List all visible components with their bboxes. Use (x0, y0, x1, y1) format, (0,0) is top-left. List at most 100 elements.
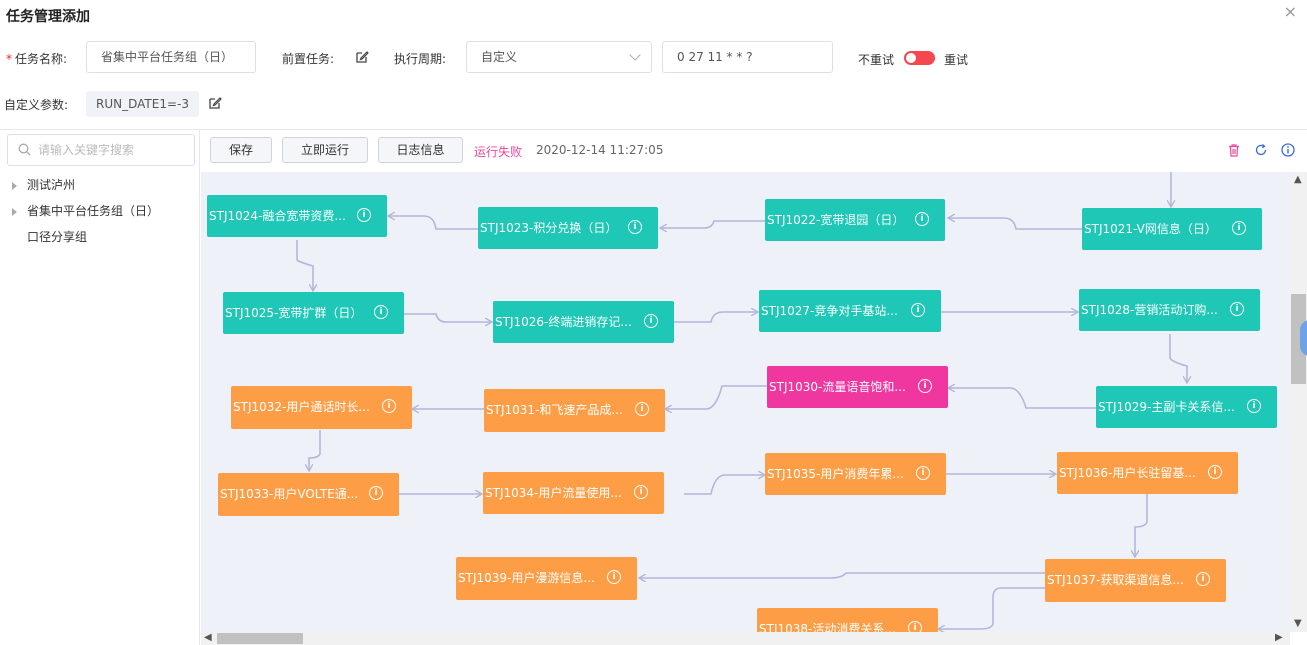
info-icon[interactable]: i (634, 485, 648, 499)
info-icon[interactable]: i (1247, 399, 1261, 413)
retry-label: 重试 (944, 53, 969, 67)
log-button[interactable]: 日志信息 (378, 137, 463, 163)
flow-toolbar: 保存 立即运行 日志信息 运行失败 2020-12-14 11:27:05 (201, 130, 1307, 172)
flow-node-1032[interactable]: STJ1032-用户通话时长... i (231, 386, 412, 429)
info-icon[interactable]: i (918, 379, 932, 393)
flow-node-1027[interactable]: STJ1027-竞争对手基站... i (759, 290, 941, 332)
caret-right-icon[interactable] (12, 181, 17, 190)
flow-node-1030[interactable]: STJ1030-流量语音饱和... i (767, 366, 948, 408)
save-button[interactable]: 保存 (210, 137, 272, 163)
flow-node-1031[interactable]: STJ1031-和飞速产品成... i (484, 389, 665, 432)
custom-param-label: 自定义参数: (4, 98, 69, 112)
flow-node-1021[interactable]: STJ1021-V网信息（日） i (1082, 208, 1262, 250)
flow-node-label: STJ1034-用户流量使用... (485, 486, 622, 500)
task-tree-panel: 请输入关键字搜索 测试泸州 省集中平台任务组（日） 口径分享组 (0, 130, 200, 645)
refresh-icon[interactable] (1254, 143, 1268, 157)
trash-icon[interactable] (1227, 143, 1241, 157)
flow-node-1039[interactable]: STJ1039-用户漫游信息... i (456, 557, 637, 600)
info-icon[interactable]: i (908, 621, 922, 632)
scroll-up-icon[interactable]: ▲ (1294, 174, 1302, 185)
flow-node-1023[interactable]: STJ1023-积分兑换（日）i (478, 207, 658, 249)
info-icon[interactable]: i (635, 402, 649, 416)
flow-node-1037[interactable]: STJ1037-获取渠道信息... i (1045, 559, 1226, 602)
info-icon[interactable] (1281, 143, 1295, 157)
run-status: 运行失败 (474, 145, 523, 159)
info-icon[interactable]: i (911, 303, 925, 317)
flow-node-label: STJ1021-V网信息（日） (1084, 222, 1217, 236)
flow-node-1034[interactable]: STJ1034-用户流量使用... i (483, 472, 664, 514)
flow-edges (296, 172, 1290, 632)
info-icon[interactable]: i (1232, 221, 1246, 235)
flow-node-1033[interactable]: STJ1033-用户VOLTE通... i (218, 473, 399, 516)
custom-param-value: RUN_DATE1=-3 (86, 91, 199, 117)
edit-icon[interactable] (208, 96, 222, 110)
scroll-thumb[interactable] (217, 633, 303, 644)
scroll-down-icon[interactable]: ▼ (1294, 618, 1302, 629)
info-icon[interactable]: i (1230, 302, 1244, 316)
flow-node-label: STJ1024-融合宽带资费... (209, 209, 346, 223)
pre-task-label: 前置任务: (282, 52, 335, 66)
flow-node-1022[interactable]: STJ1022-宽带退园（日） i (765, 199, 945, 241)
flow-node-label: STJ1030-流量语音饱和... (769, 380, 906, 394)
flow-node-label: STJ1038-活动消费关系... (759, 622, 896, 632)
scroll-right-icon[interactable]: ▶ (1275, 632, 1283, 643)
flow-node-label: STJ1022-宽带退园（日） (767, 213, 905, 227)
flow-node-1035[interactable]: STJ1035-用户消费年累...i (765, 453, 946, 495)
flow-node-1024[interactable]: STJ1024-融合宽带资费... i (207, 195, 387, 237)
flow-node-1028[interactable]: STJ1028-营销活动订购... i (1079, 289, 1260, 331)
flow-node-label: STJ1037-获取渠道信息... (1047, 573, 1184, 587)
run-now-button[interactable]: 立即运行 (282, 137, 368, 163)
edit-icon[interactable] (355, 50, 369, 64)
scroll-left-icon[interactable]: ◀ (204, 632, 212, 643)
required-mark: * (6, 52, 12, 66)
run-timestamp: 2020-12-14 11:27:05 (536, 143, 664, 157)
scroll-thumb[interactable] (1291, 294, 1306, 384)
horizontal-scrollbar[interactable]: ◀ ▶ (201, 632, 1290, 645)
info-icon[interactable]: i (607, 570, 621, 584)
flow-node-label: STJ1026-终端进销存记... (495, 315, 632, 329)
flow-node-label: STJ1031-和飞速产品成... (486, 403, 623, 417)
divider (0, 129, 1307, 130)
chevron-down-icon (629, 49, 641, 61)
info-icon[interactable]: i (1208, 465, 1222, 479)
info-icon[interactable]: i (374, 305, 388, 319)
flow-node-1025[interactable]: STJ1025-宽带扩群（日） i (223, 292, 404, 334)
info-icon[interactable]: i (1196, 572, 1210, 586)
retry-toggle[interactable] (904, 51, 935, 65)
vertical-scrollbar[interactable]: ▲ ▼ (1290, 172, 1307, 632)
flow-node-label: STJ1033-用户VOLTE通... (220, 487, 359, 501)
flow-node-label: STJ1036-用户长驻留基... (1059, 466, 1196, 480)
float-button[interactable] (1300, 320, 1307, 356)
flow-node-label: STJ1029-主副卡关系信... (1098, 400, 1235, 414)
task-name-label: *任务名称: (6, 52, 68, 66)
search-icon (18, 143, 31, 156)
cycle-select[interactable]: 自定义 (466, 41, 652, 73)
flow-node-1029[interactable]: STJ1029-主副卡关系信... i (1096, 386, 1277, 428)
tree-item-test-luzhou[interactable]: 测试泸州 (0, 176, 75, 193)
flow-node-label: STJ1027-竞争对手基站... (761, 304, 898, 318)
caret-right-icon[interactable] (12, 207, 17, 216)
info-icon[interactable]: i (628, 220, 642, 234)
dialog-title: 任务管理添加 (6, 9, 90, 25)
flow-node-1036[interactable]: STJ1036-用户长驻留基... i (1057, 452, 1238, 494)
cron-input[interactable]: 0 27 11 * * ? (662, 41, 833, 73)
tree-item-province-group[interactable]: 省集中平台任务组（日） (0, 202, 159, 219)
info-icon[interactable]: i (357, 208, 371, 222)
info-icon[interactable]: i (915, 212, 929, 226)
flow-node-1038[interactable]: STJ1038-活动消费关系... i (757, 608, 938, 632)
close-icon[interactable]: × (1283, 2, 1297, 21)
cycle-label: 执行周期: (394, 52, 447, 66)
info-icon[interactable]: i (382, 399, 396, 413)
search-input[interactable]: 请输入关键字搜索 (7, 134, 195, 166)
info-icon[interactable]: i (644, 314, 658, 328)
flow-node-label: STJ1025-宽带扩群（日） (225, 306, 363, 320)
flow-node-label: STJ1039-用户漫游信息... (458, 571, 595, 585)
flow-node-1026[interactable]: STJ1026-终端进销存记... i (493, 301, 674, 343)
info-icon[interactable]: i (369, 486, 383, 500)
tree-item-share-group[interactable]: 口径分享组 (27, 230, 88, 244)
info-icon[interactable]: i (916, 466, 930, 480)
flow-node-label: STJ1032-用户通话时长... (233, 400, 370, 414)
flow-node-label: STJ1028-营销活动订购... (1081, 303, 1218, 317)
task-name-input[interactable]: 省集中平台任务组（日） (86, 41, 256, 73)
